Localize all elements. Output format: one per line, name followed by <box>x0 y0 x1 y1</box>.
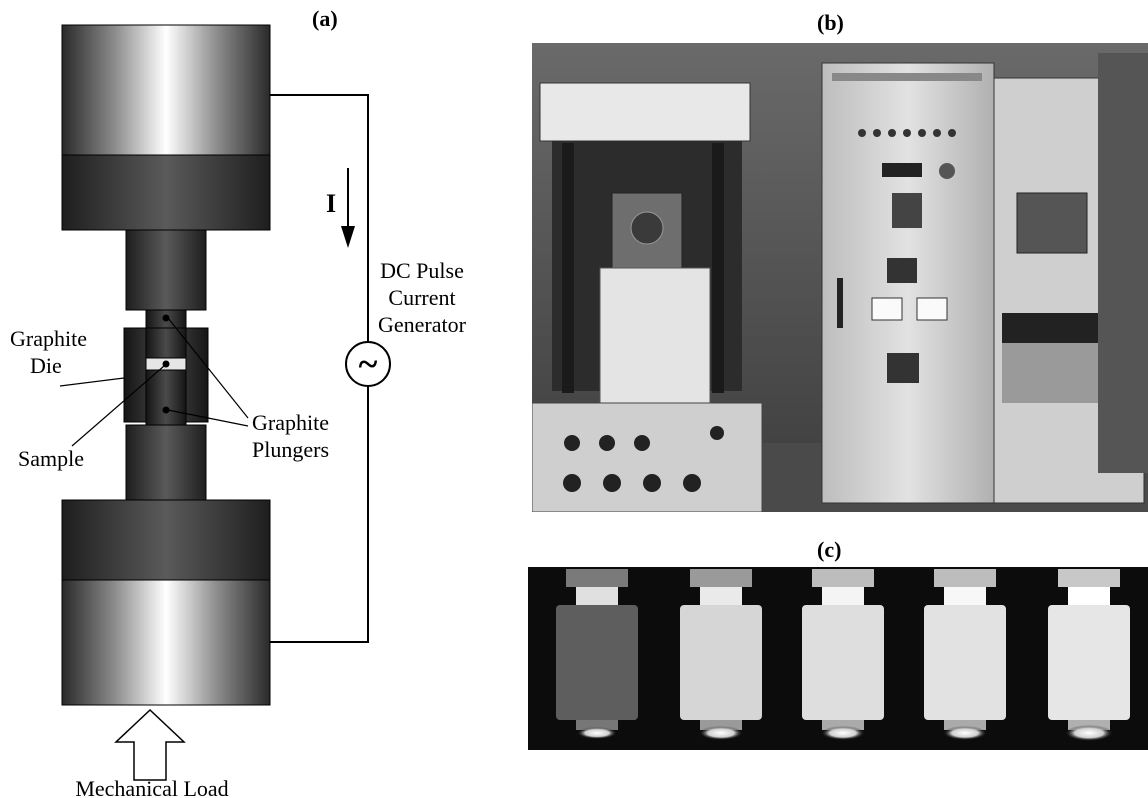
lower-plunger <box>146 370 186 425</box>
glowing-die-sequence <box>528 567 1148 750</box>
top-punch-holder <box>126 230 206 310</box>
die-label-2: Die <box>30 353 62 378</box>
load-label: Mechanical Load <box>75 776 228 798</box>
bottom-electrode <box>62 580 270 705</box>
sps-machine-photo <box>532 43 1148 512</box>
load-arrow <box>116 710 184 780</box>
die-leader-line <box>60 378 124 386</box>
plungers-label-2: Plungers <box>252 437 329 462</box>
top-electrode <box>62 25 270 155</box>
circuit-wire-top <box>270 95 368 342</box>
bottom-punch-holder <box>126 425 206 500</box>
generator-symbol-text: ~ <box>359 344 378 384</box>
generator-label-1: DC Pulse <box>380 258 464 283</box>
panel-label-b: (b) <box>817 10 844 36</box>
sample-label: Sample <box>18 446 84 471</box>
bottom-spacer <box>62 500 270 580</box>
panel-label-c: (c) <box>817 537 841 563</box>
die-label-1: Graphite <box>10 326 87 351</box>
generator-label-3: Generator <box>378 312 467 337</box>
generator-label-2: Current <box>388 285 455 310</box>
top-spacer <box>62 155 270 230</box>
plungers-label-1: Graphite <box>252 410 329 435</box>
sps-schematic-diagram: ~ I DC Pulse Current Generator Graphite … <box>0 0 520 798</box>
current-label: I <box>326 189 336 218</box>
